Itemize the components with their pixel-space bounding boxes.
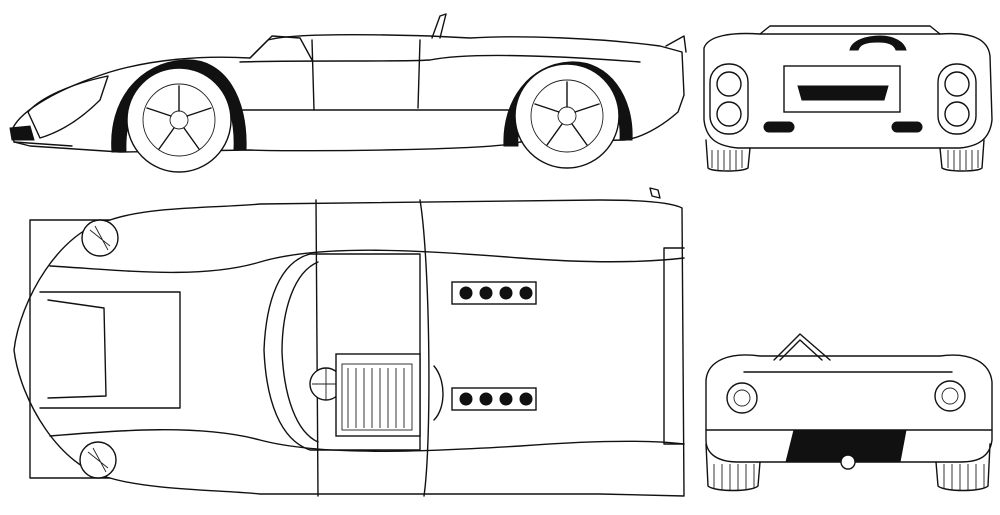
side-rear-rim [530, 79, 604, 153]
rear-tyre-right [935, 443, 991, 492]
front-windscreen [759, 25, 941, 35]
rear-body-outline [705, 354, 993, 463]
rear-lamp-left [726, 382, 758, 414]
side-door-line [311, 39, 315, 111]
top-rear-deck-seam [419, 199, 430, 497]
top-vent-lower-hole-1 [459, 392, 473, 406]
rear-tyre-right-tread [943, 464, 985, 490]
top-body-outline [29, 199, 685, 497]
top-chevron-mark [433, 365, 444, 421]
rear-exhaust-panel [785, 429, 907, 463]
top-center-seam [315, 199, 319, 497]
front-tyre-right [939, 139, 985, 172]
top-vent-upper-hole-1 [459, 286, 473, 300]
front-indicator-right [891, 121, 923, 133]
top-vent-lower [451, 387, 537, 411]
top-nose-curve [13, 219, 111, 479]
top-nose-scoop-inner [47, 299, 107, 399]
rear-view [705, 333, 993, 492]
front-headlight-left-upper [716, 71, 742, 97]
front-body-outline [703, 32, 993, 149]
side-front-rim [142, 83, 216, 157]
top-fender-line-right [49, 429, 685, 452]
front-tyre-right-tread [947, 150, 979, 170]
rear-tyre-left-tread [713, 464, 755, 490]
side-rear-spoiler [665, 35, 687, 53]
top-cockpit-outline [263, 253, 421, 451]
rear-lamp-right [934, 380, 966, 412]
side-front-spokes [146, 85, 212, 150]
top-nose-scoop [39, 291, 181, 409]
front-headlight-right-upper [944, 71, 970, 97]
side-rear-spokes [534, 81, 600, 146]
top-headlamp-left-detail [89, 225, 111, 251]
top-seat-lines [347, 368, 405, 428]
rear-lamp-left-inner [733, 389, 751, 407]
top-vent-lower-hole-2 [479, 392, 493, 406]
rear-roll-hoop [773, 333, 831, 361]
front-grille-opening [797, 85, 889, 101]
side-shoulder-line [239, 54, 641, 63]
side-nose-lip [13, 141, 73, 147]
top-vent-upper-hole-3 [499, 286, 513, 300]
front-roll-hoop [849, 35, 907, 51]
top-seat-box [335, 353, 421, 437]
top-fender-line-left [49, 249, 685, 274]
side-windscreen [249, 35, 313, 61]
top-rear-edge [663, 247, 685, 445]
top-vent-lower-hole-4 [519, 392, 533, 406]
side-nose-intake [9, 125, 35, 141]
top-vent-lower-hole-3 [499, 392, 513, 406]
side-front-tyre [126, 67, 232, 173]
front-headlight-right-lower [944, 101, 970, 127]
side-door-line-2 [417, 39, 421, 109]
side-rear-tyre [514, 63, 620, 169]
top-filler-cap [649, 187, 661, 199]
front-tyre-left-tread [711, 150, 743, 170]
rear-lamp-right-inner [941, 387, 959, 405]
top-vent-upper-hole-4 [519, 286, 533, 300]
top-view [13, 187, 685, 497]
side-view [9, 13, 687, 173]
side-body-outline [11, 33, 685, 153]
front-indicator-left [763, 121, 795, 133]
side-nose-light [27, 75, 109, 139]
top-vent-upper-hole-2 [479, 286, 493, 300]
top-cockpit-inner [281, 261, 319, 443]
rear-exhaust-pipe [840, 454, 856, 470]
front-view [703, 25, 993, 172]
front-headlight-left-lower [716, 101, 742, 127]
top-headlamp-right-detail [87, 447, 109, 473]
front-tyre-left [705, 139, 751, 172]
top-seat-inner [341, 363, 413, 431]
side-roll-bar [431, 13, 447, 39]
rear-tyre-left [705, 443, 761, 492]
top-vent-upper [451, 281, 537, 305]
